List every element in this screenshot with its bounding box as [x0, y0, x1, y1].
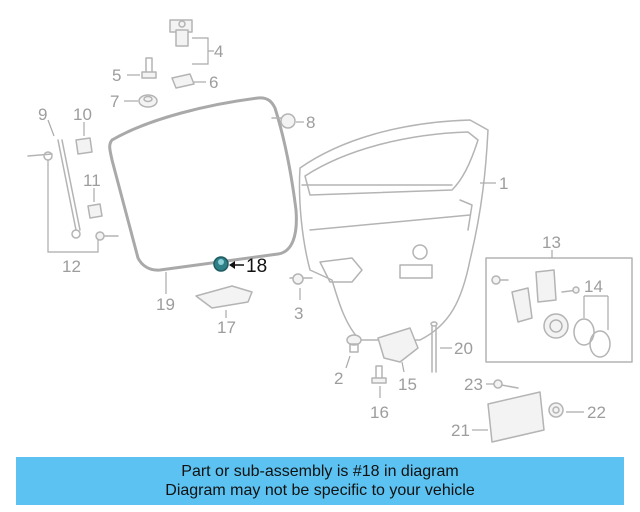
- callout-11: 11: [83, 171, 101, 190]
- callout-20: 20: [454, 339, 473, 358]
- callout-5: 5: [112, 66, 121, 85]
- latch-part-15: [377, 327, 419, 363]
- callout-23: 23: [464, 375, 483, 394]
- screw-part-16: [371, 365, 387, 384]
- callout-9: 9: [38, 105, 47, 124]
- banner-line-1: Part or sub-assembly is #18 in diagram: [181, 463, 459, 480]
- strut-part-9: [27, 139, 81, 239]
- callout-4: 4: [214, 42, 223, 61]
- callout-7: 7: [110, 92, 119, 111]
- callout-22: 22: [587, 403, 606, 422]
- callout-17: 17: [217, 318, 236, 337]
- weatherstrip-seal-part-19: [108, 96, 298, 272]
- bracket-part-10: [75, 137, 93, 155]
- leader-14: [583, 295, 609, 330]
- nut-part-7: [138, 94, 158, 108]
- emblem-part-14: [573, 318, 611, 358]
- callout-6: 6: [209, 73, 218, 92]
- callout-10: 10: [73, 105, 92, 124]
- banner-line-2: Diagram may not be specific to your vehi…: [165, 482, 475, 499]
- liftgate-part-1: [298, 119, 489, 341]
- leader-12: [47, 160, 99, 253]
- leader-15: [401, 361, 405, 373]
- callout-13: 13: [542, 233, 561, 252]
- highlighted-part-18: [213, 256, 229, 272]
- callout-8: 8: [306, 113, 315, 132]
- bracket-part-11: [87, 203, 103, 219]
- callout-1: 1: [499, 174, 508, 193]
- callout-3: 3: [294, 304, 303, 323]
- bolt-part-5: [141, 57, 157, 79]
- plate-part-21: [487, 391, 545, 443]
- stud-part-2: [346, 334, 362, 353]
- callout-14: 14: [584, 277, 603, 296]
- nut-part-22: [548, 402, 564, 418]
- callout-19: 19: [156, 295, 175, 314]
- parts-diagram: 1 19 4 5 6 7 8 9: [27, 19, 633, 443]
- callout-12: 12: [62, 257, 81, 276]
- leader-9: [47, 119, 55, 137]
- bolt-part-23: [493, 379, 519, 389]
- clip-part-8: [271, 113, 296, 129]
- callout-21: 21: [451, 421, 470, 440]
- ball-stud-part-12: [95, 231, 119, 241]
- shim-part-6: [171, 73, 195, 89]
- callout-15: 15: [398, 375, 417, 394]
- leader-4: [192, 37, 214, 65]
- rod-part-20: [430, 321, 438, 373]
- arrow-head-18: [229, 261, 235, 269]
- info-banner: Part or sub-assembly is #18 in diagram D…: [16, 457, 624, 505]
- lock-assembly-part-13: [485, 257, 633, 363]
- callout-18: 18: [246, 256, 267, 277]
- leader-2: [345, 355, 351, 369]
- bumper-part-3: [289, 273, 313, 285]
- callout-2: 2: [334, 369, 343, 388]
- callout-16: 16: [370, 403, 389, 422]
- hinge-part-4: [169, 19, 193, 47]
- bracket-part-17: [195, 285, 253, 309]
